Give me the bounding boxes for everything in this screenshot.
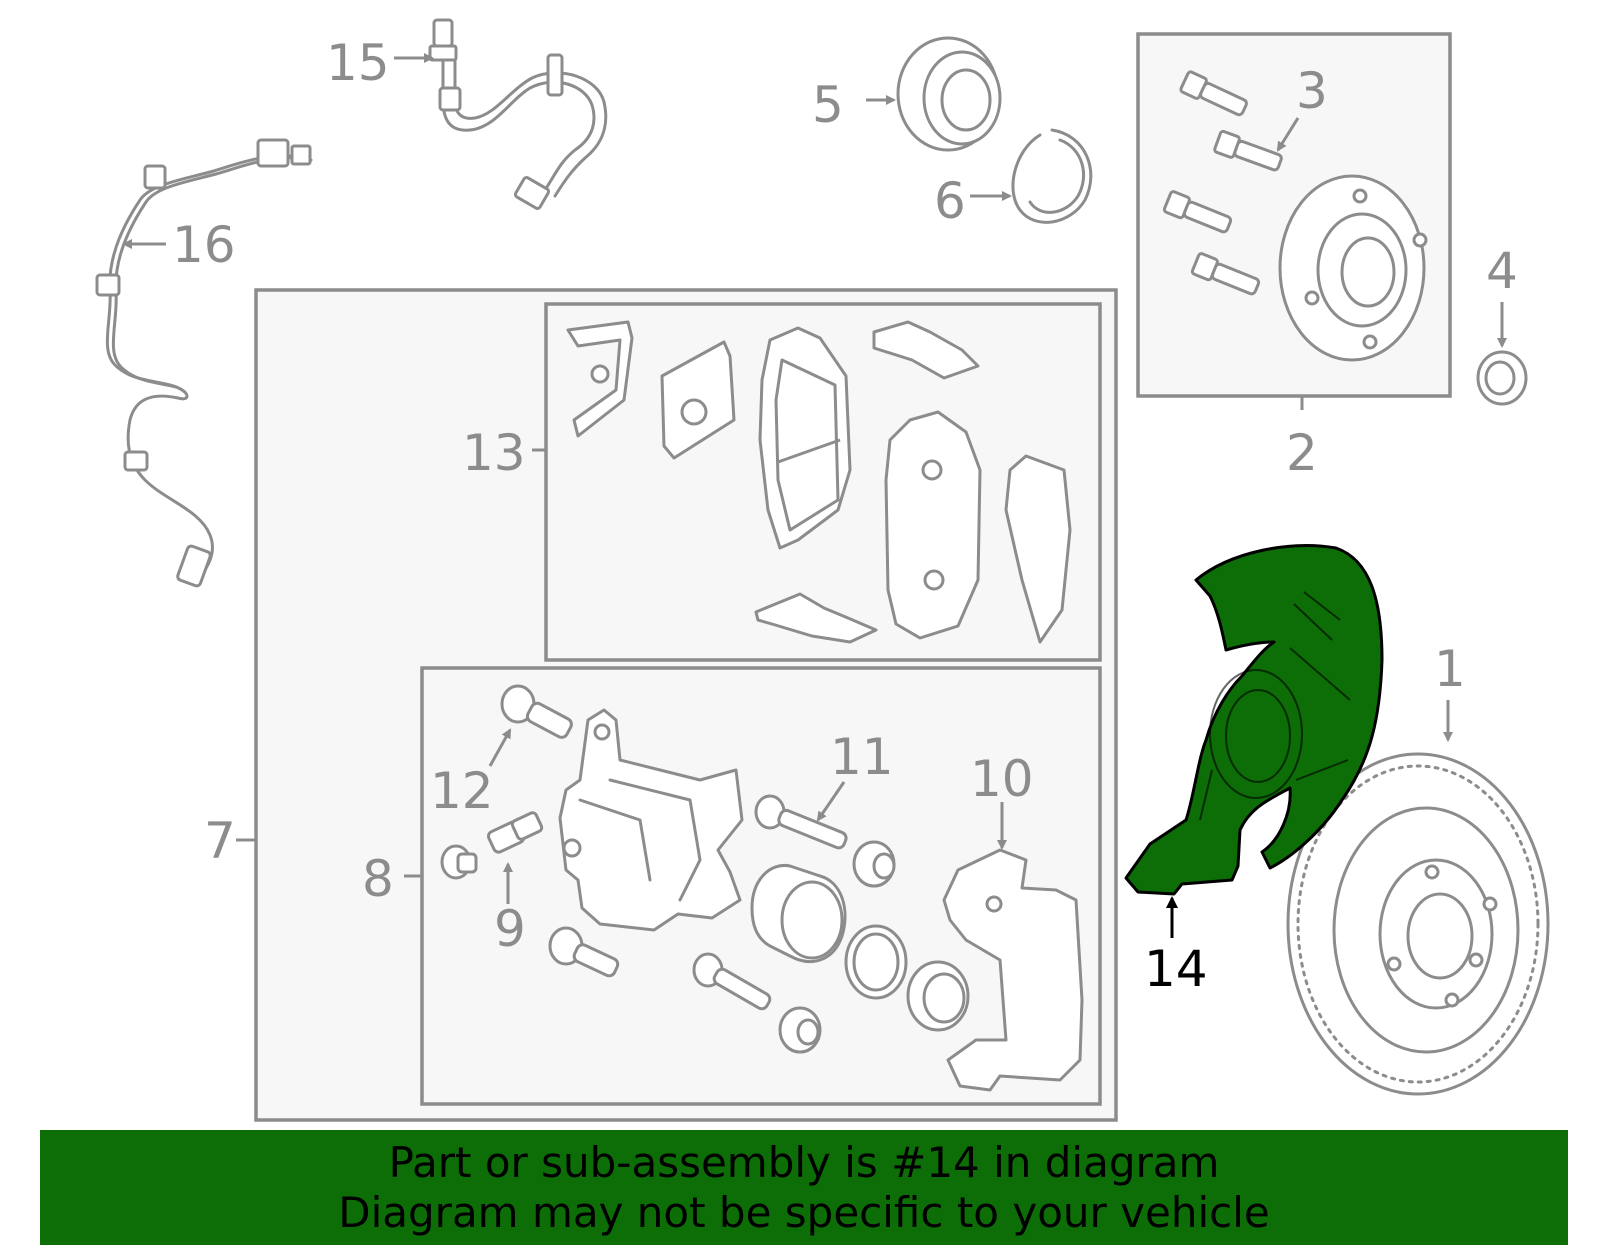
callout-16: 16 xyxy=(172,216,236,274)
piston-and-seals xyxy=(548,863,970,1054)
part-6-snap-ring xyxy=(1011,128,1093,224)
part-13-brake-pad-set xyxy=(566,320,1072,644)
callout-4: 4 xyxy=(1486,242,1518,300)
banner-line-2: Diagram may not be specific to your vehi… xyxy=(338,1187,1270,1237)
part-12-bolt xyxy=(500,684,573,739)
callout-11: 11 xyxy=(830,728,894,786)
part-8-caliper xyxy=(558,708,744,932)
callout-2: 2 xyxy=(1286,424,1318,482)
callout-12: 12 xyxy=(430,762,494,820)
callout-5: 5 xyxy=(812,76,844,134)
callout-10: 10 xyxy=(970,750,1034,808)
callout-14: 14 xyxy=(1144,940,1208,998)
part-4-hub-nut xyxy=(1476,350,1528,406)
callout-8: 8 xyxy=(362,850,394,908)
part-2-wheel-hub xyxy=(1278,174,1428,362)
callout-6: 6 xyxy=(934,172,966,230)
callout-7: 7 xyxy=(204,812,236,870)
part-9-bleeder-screw xyxy=(440,811,544,880)
callout-1: 1 xyxy=(1434,640,1466,698)
callout-15: 15 xyxy=(326,34,390,92)
callout-9: 9 xyxy=(494,900,526,958)
part-5-wheel-bearing xyxy=(896,36,1002,152)
part-14-dust-shield xyxy=(1124,544,1384,896)
info-banner: Part or sub-assembly is #14 in diagram D… xyxy=(40,1130,1568,1245)
part-11-guide-pin xyxy=(754,794,896,888)
banner-line-1: Part or sub-assembly is #14 in diagram xyxy=(388,1137,1220,1187)
part-3-wheel-studs xyxy=(1162,70,1283,296)
callout-13: 13 xyxy=(462,424,526,482)
part-1-brake-rotor xyxy=(1286,752,1550,1096)
part-10-caliper-bracket xyxy=(942,848,1084,1092)
callout-3: 3 xyxy=(1296,62,1328,120)
part-15-brake-hose xyxy=(428,18,608,210)
part-16-abs-sensor xyxy=(95,138,313,588)
